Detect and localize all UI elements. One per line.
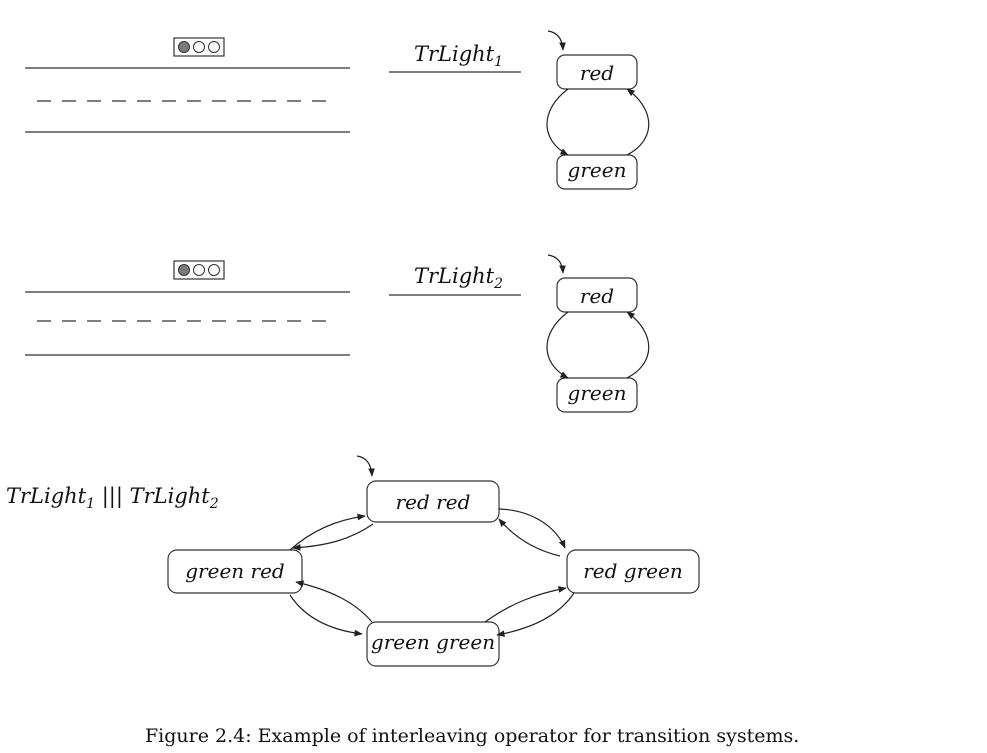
light-lamp-green bbox=[208, 41, 220, 53]
light-lamp-amber bbox=[193, 41, 205, 53]
state-label: green red bbox=[185, 559, 284, 583]
ts-name: TrLight bbox=[414, 264, 495, 288]
transition-system-2: red green bbox=[546, 254, 650, 413]
ts-subscript: 1 bbox=[494, 54, 503, 70]
ts-label-2: TrLight2 bbox=[389, 264, 521, 296]
composite-label: TrLight1 ||| TrLight2 bbox=[6, 484, 219, 512]
state-green-green: green green bbox=[366, 621, 500, 667]
state-label: red bbox=[580, 284, 614, 308]
state-label: green bbox=[568, 158, 627, 182]
ts-name: TrLight bbox=[414, 42, 495, 66]
traffic-light-icon-1 bbox=[173, 37, 225, 57]
transition-system-1: red green bbox=[546, 30, 650, 190]
state-red-red: red red bbox=[366, 480, 500, 523]
ts-label-1: TrLight1 bbox=[389, 42, 521, 73]
ts-subscript: 2 bbox=[493, 276, 503, 292]
road-2 bbox=[25, 291, 350, 356]
svg-text:TrLight2: TrLight2 bbox=[414, 264, 503, 292]
state-label: red green bbox=[583, 559, 682, 583]
light-lamp-red bbox=[178, 264, 190, 276]
svg-text:TrLight1: TrLight1 bbox=[414, 42, 503, 70]
light-lamp-red bbox=[178, 41, 190, 53]
state-label: green bbox=[568, 381, 627, 405]
state-green-red: green red bbox=[167, 549, 303, 594]
composite-transition-system: red red green red red green green green bbox=[167, 455, 700, 667]
road-1 bbox=[25, 67, 350, 133]
state-label: red red bbox=[396, 490, 471, 514]
light-lamp-green bbox=[208, 264, 220, 276]
figure-caption: Figure 2.4: Example of interleaving oper… bbox=[145, 725, 799, 747]
traffic-light-icon-2 bbox=[173, 260, 225, 280]
svg-text:TrLight1 ||| TrLight2: TrLight1 ||| TrLight2 bbox=[6, 484, 219, 512]
state-label: green green bbox=[371, 630, 495, 654]
state-red-green: red green bbox=[566, 549, 700, 594]
light-lamp-amber bbox=[193, 264, 205, 276]
state-label: red bbox=[580, 61, 614, 85]
